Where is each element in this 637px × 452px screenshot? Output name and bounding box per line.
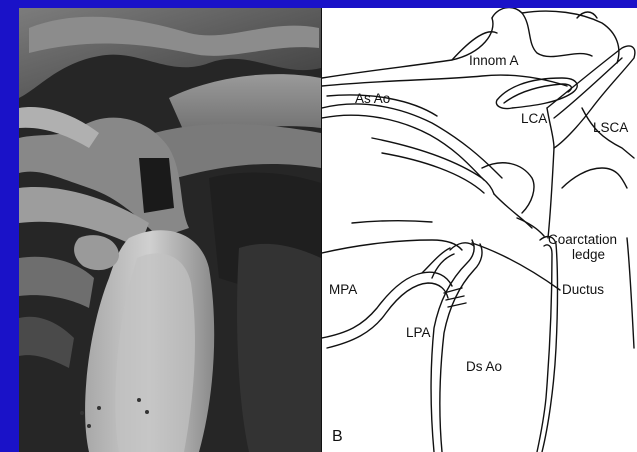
label-coarctation: Coarctation <box>548 233 617 247</box>
label-ductus: Ductus <box>562 283 604 297</box>
label-lca: LCA <box>521 112 547 126</box>
anatomy-line-drawing: Innom A As Ao LCA LSCA Coarctation ledge… <box>322 8 637 452</box>
label-mpa: MPA <box>329 283 357 297</box>
label-as-ao: As Ao <box>355 92 390 106</box>
label-ds-ao: Ds Ao <box>466 360 502 374</box>
panel-letter: B <box>332 429 343 445</box>
specimen-photo <box>19 8 321 452</box>
specimen-photo-art <box>19 8 321 452</box>
label-lpa: LPA <box>406 326 431 340</box>
label-innom-a: Innom A <box>469 54 519 68</box>
label-ledge: ledge <box>572 248 605 262</box>
line-drawing-art <box>322 8 637 452</box>
label-lsca: LSCA <box>593 121 628 135</box>
